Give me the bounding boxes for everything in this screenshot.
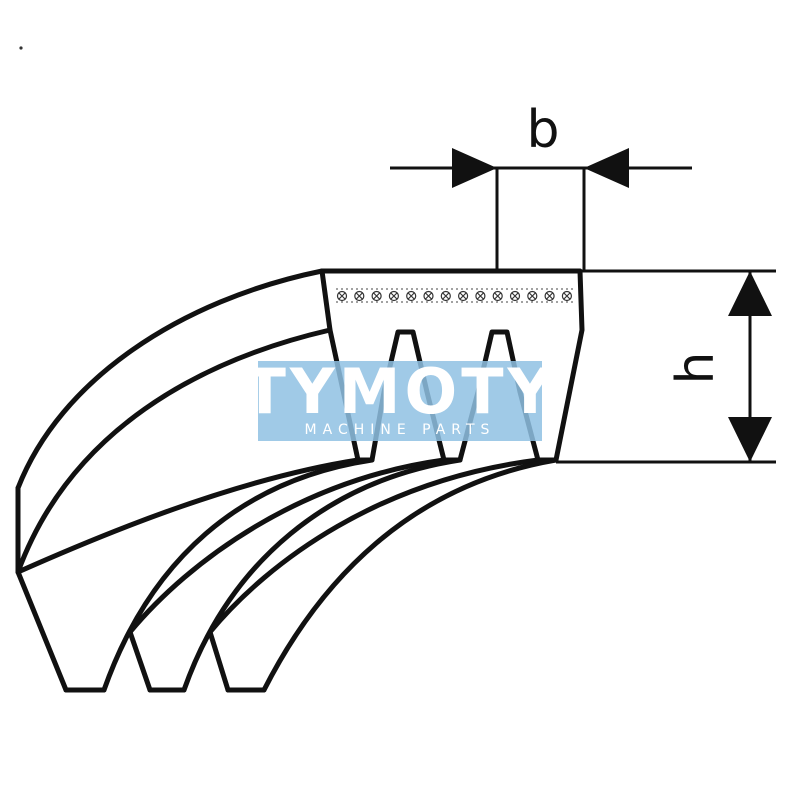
- cord-cross: [407, 292, 415, 300]
- cord-cross: [355, 292, 363, 300]
- cord-mark: [336, 290, 348, 302]
- cord-cross: [528, 292, 536, 300]
- cord-mark: [423, 290, 434, 302]
- cord-mark: [492, 290, 503, 302]
- width-dimension: b: [390, 100, 692, 271]
- stray-dot: [19, 46, 23, 50]
- cord-cross: [511, 292, 519, 300]
- arrow-down-icon: [728, 417, 772, 462]
- cord-mark: [388, 290, 399, 302]
- cord-cross: [373, 292, 381, 300]
- belt-curved-body: [15, 268, 559, 693]
- cord-mark: [527, 290, 538, 302]
- cord-cross: [338, 292, 346, 300]
- arrow-up-icon: [728, 271, 772, 316]
- cord-cross: [390, 292, 398, 300]
- height-label: h: [666, 352, 726, 385]
- cord-mark: [475, 290, 486, 302]
- cord-cross: [546, 292, 554, 300]
- cord-mark: [509, 290, 521, 302]
- watermark-tagline: MACHINE PARTS: [305, 422, 496, 438]
- watermark-box: [258, 361, 542, 441]
- cord-mark: [561, 290, 573, 302]
- cord-mark: [544, 290, 555, 302]
- width-label: b: [526, 100, 559, 160]
- cord-mark: [458, 290, 469, 302]
- cord-mark: [440, 290, 451, 302]
- cord-cross: [425, 292, 432, 300]
- tension-cords: [336, 288, 576, 303]
- cord-cross: [442, 292, 450, 300]
- cord-cross: [563, 292, 571, 300]
- cord-cross: [494, 292, 502, 300]
- height-dimension: h: [556, 269, 776, 464]
- cord-cross: [459, 292, 467, 300]
- cord-cross: [476, 292, 484, 300]
- cord-mark: [406, 290, 417, 302]
- cord-mark: [354, 290, 365, 302]
- watermark-brand: TYMOTY: [244, 355, 557, 428]
- arrow-left-icon: [584, 148, 629, 188]
- watermark: TYMOTY MACHINE PARTS: [244, 355, 557, 441]
- cord-mark: [371, 290, 382, 302]
- arrow-right-icon: [452, 148, 497, 188]
